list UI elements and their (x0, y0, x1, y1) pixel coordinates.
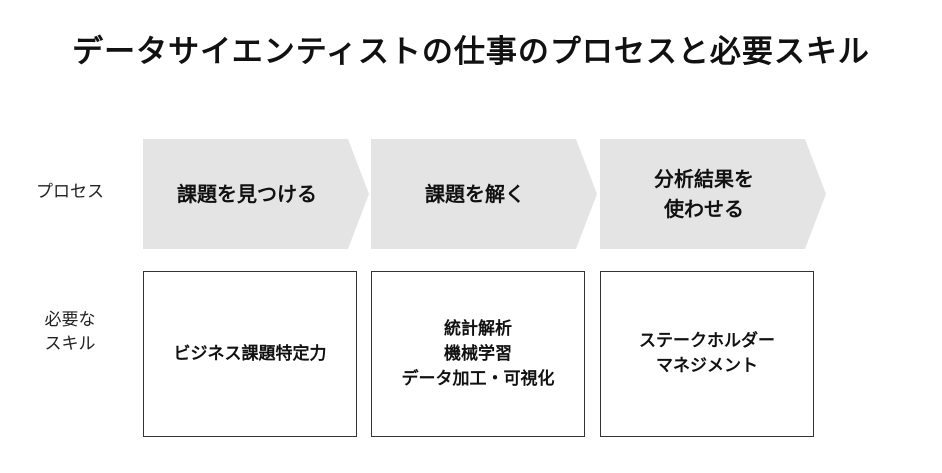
skill-label: ステークホルダー マネジメント (639, 331, 775, 376)
process-step-label: 課題を見つける (177, 182, 317, 206)
row-label-skills: 必要な スキル (44, 310, 96, 354)
row-label-process: プロセス (36, 182, 104, 202)
diagram-title: データサイエンティストの仕事のプロセスと必要スキル (72, 34, 870, 70)
process-step-apply-results: 分析結果を 使わせる (600, 139, 826, 249)
skill-box-stakeholder: ステークホルダー マネジメント (600, 271, 814, 437)
process-step-find-problem: 課題を見つける (143, 139, 369, 249)
skill-box-analytics: 統計解析 機械学習 データ加工・可視化 (371, 271, 585, 437)
skill-box-business: ビジネス課題特定力 (143, 271, 357, 437)
skill-label: ビジネス課題特定力 (173, 343, 327, 364)
process-step-label: 課題を解く (425, 182, 525, 206)
skill-label: 統計解析 機械学習 データ加工・可視化 (401, 318, 555, 389)
process-step-label: 分析結果を 使わせる (654, 167, 754, 221)
process-step-solve-problem: 課題を解く (371, 139, 597, 249)
